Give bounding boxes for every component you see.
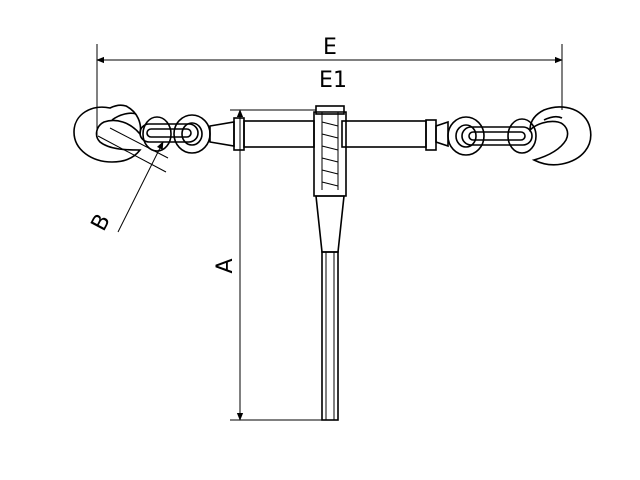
label-e: E (323, 35, 337, 60)
dimension-line-b (117, 141, 164, 233)
ratchet-body (209, 105, 449, 421)
left-collar (233, 117, 245, 151)
ratchet-head (313, 111, 347, 197)
right-hook (529, 106, 592, 166)
dimension-e: E (96, 35, 563, 137)
label-e1: E1 (319, 68, 347, 93)
right-collar (425, 119, 437, 151)
right-screw-barrel (341, 120, 427, 148)
left-hook (73, 104, 142, 163)
left-screw-barrel (243, 120, 315, 148)
dimension-b: B (87, 127, 169, 235)
handle-taper (315, 195, 345, 253)
dimension-e1: E1 (319, 68, 347, 93)
right-chain (447, 116, 537, 156)
handle (321, 251, 339, 421)
label-b: B (87, 210, 116, 235)
left-chain-link-2 (173, 114, 211, 154)
left-end-fitting (209, 121, 235, 147)
dimension-a: A (213, 109, 322, 421)
right-chain-link-1 (447, 116, 485, 156)
right-chain-link-2 (461, 126, 533, 146)
left-chain (139, 114, 211, 154)
label-a: A (213, 258, 238, 273)
